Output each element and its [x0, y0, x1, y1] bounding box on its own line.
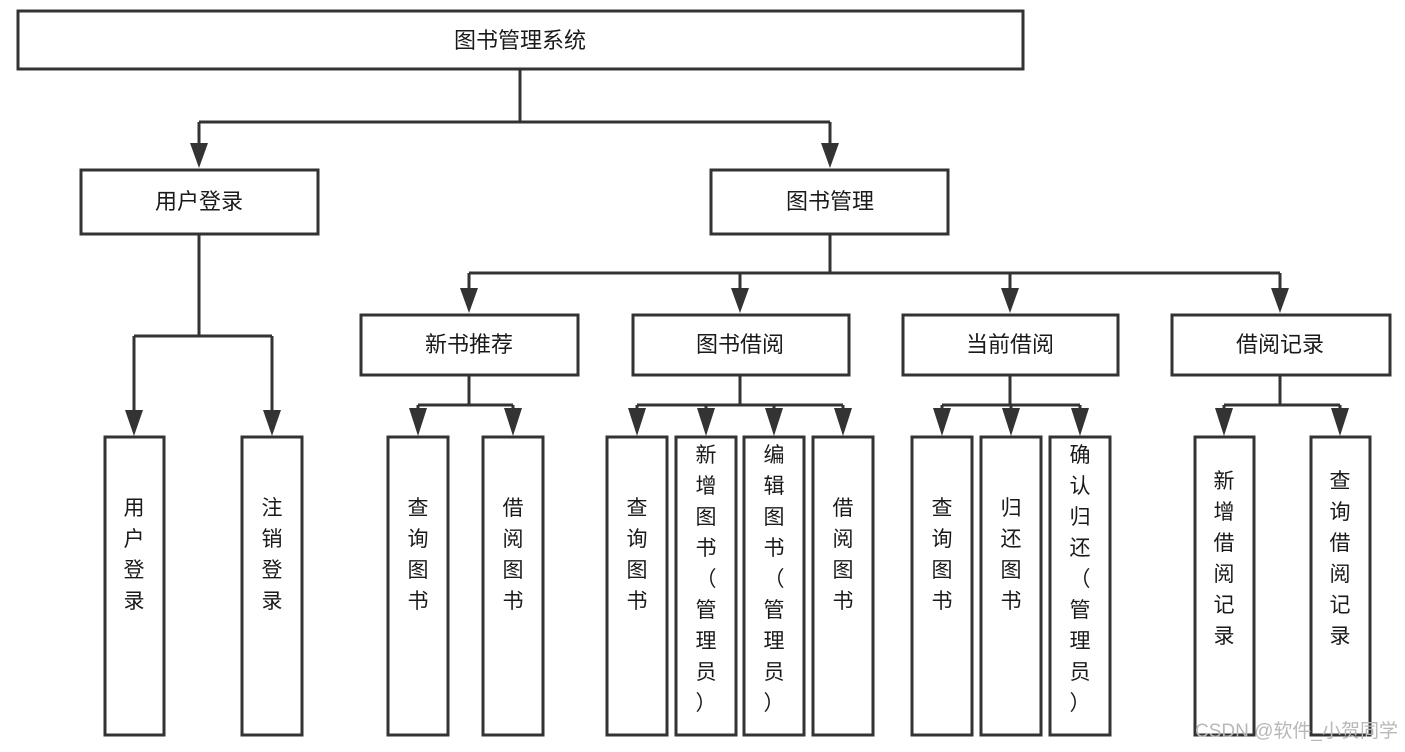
leaf-record-add-label: 新增借阅记录: [1214, 470, 1235, 648]
leaf-node[interactable]: 查询图书: [386, 435, 450, 737]
node-new-book-recommend-box[interactable]: [359, 313, 580, 377]
arrow-head-currentborrow-0: [933, 408, 951, 436]
node-current-borrow-box[interactable]: [901, 313, 1120, 377]
connector-group-borrow-book: [628, 375, 852, 436]
leaf-current-confirm-box[interactable]: [1048, 435, 1112, 737]
leaf-node[interactable]: 借阅图书: [811, 435, 875, 737]
node-book-management[interactable]: 图书管理: [709, 168, 950, 236]
leaf-logout-label: 注销登录: [262, 497, 283, 613]
leaf-user-login-box[interactable]: [103, 435, 166, 737]
node-new-book-recommend-label: 新书推荐: [425, 332, 513, 357]
leaf-node[interactable]: 查询图书: [605, 435, 669, 737]
connector-group-book-mgmt: [460, 233, 1289, 313]
leaf-record-add-box[interactable]: [1193, 435, 1256, 737]
leaf-newbook-query-box[interactable]: [386, 435, 450, 737]
node-current-borrow[interactable]: 当前借阅: [901, 313, 1120, 377]
leaf-current-query-label: 查询图书: [932, 497, 953, 613]
arrow-head-newbook-0: [409, 408, 427, 436]
node-user-login-label: 用户登录: [155, 189, 243, 214]
arrow-head-borrowbook-0: [628, 408, 646, 436]
connector-group-new-book: [409, 375, 522, 436]
leaf-node[interactable]: 查询图书: [910, 435, 974, 737]
arrow-head-borrowbook-1: [697, 408, 715, 436]
leaf-newbook-query-label: 查询图书: [408, 497, 429, 613]
leaf-borrow-add-label: 新增图书（管理员）: [696, 444, 717, 715]
node-root-box[interactable]: [16, 9, 1025, 71]
arrow-head-newbook-1: [504, 408, 522, 436]
leaf-borrow-do-box[interactable]: [811, 435, 875, 737]
node-new-book-recommend[interactable]: 新书推荐: [359, 313, 580, 377]
leaf-node[interactable]: 归还图书: [979, 435, 1043, 737]
arrow-head-userlogin-1: [263, 410, 281, 436]
arrow-head-borrowbook-2: [765, 408, 783, 436]
leaf-node[interactable]: 注销登录: [240, 435, 304, 737]
arrow-head-bookmgmt-1: [731, 288, 749, 313]
leaf-current-return-label: 归还图书: [1001, 497, 1022, 613]
leaf-borrow-add-box[interactable]: [674, 435, 738, 737]
arrow-head-bookmgmt-0: [460, 288, 478, 313]
arrow-head-root-1: [821, 143, 839, 168]
leaf-borrow-edit-label: 编辑图书（管理员）: [764, 444, 785, 715]
connector-group-root: [190, 69, 839, 168]
connector-group-current-borrow: [933, 375, 1089, 436]
leaf-current-confirm-label: 确认归还（管理员）: [1070, 444, 1091, 715]
node-book-borrow[interactable]: 图书借阅: [631, 313, 851, 377]
leaf-borrow-query-box[interactable]: [605, 435, 669, 737]
leaf-logout-box[interactable]: [240, 435, 304, 737]
node-borrow-record[interactable]: 借阅记录: [1170, 313, 1392, 377]
leaf-record-query-label: 查询借阅记录: [1330, 470, 1351, 648]
node-current-borrow-label: 当前借阅: [966, 332, 1054, 357]
node-book-management-label: 图书管理: [786, 189, 874, 214]
arrow-head-borrowrecord-0: [1215, 408, 1233, 436]
leaf-current-query-box[interactable]: [910, 435, 974, 737]
leaf-borrow-query-label: 查询图书: [627, 497, 648, 613]
node-borrow-record-label: 借阅记录: [1236, 332, 1324, 357]
connector-group-user-login: [125, 235, 281, 436]
arrow-head-currentborrow-1: [1002, 408, 1020, 436]
connector-group-borrow-record: [1215, 375, 1349, 436]
node-root-label: 图书管理系统: [454, 28, 586, 53]
arrow-head-root-0: [190, 143, 208, 168]
arrow-head-borrowrecord-1: [1331, 408, 1349, 436]
leaf-record-query-box[interactable]: [1309, 435, 1372, 737]
arrow-head-borrowbook-3: [834, 408, 852, 436]
leaf-node[interactable]: 借阅图书: [481, 435, 545, 737]
leaf-user-login-label: 用户登录: [124, 497, 145, 613]
arrow-head-currentborrow-2: [1071, 408, 1089, 436]
leaf-node[interactable]: 确认归还（管理员）: [1048, 435, 1112, 737]
leaf-borrow-do-label: 借阅图书: [833, 497, 854, 613]
arrow-head-bookmgmt-2: [1001, 288, 1019, 313]
leaf-node[interactable]: 查询借阅记录: [1309, 435, 1372, 737]
leaf-node[interactable]: 新增图书（管理员）: [674, 435, 738, 737]
leaf-node[interactable]: 用户登录: [103, 435, 166, 737]
leaf-node[interactable]: 编辑图书（管理员）: [742, 435, 806, 737]
node-book-management-box[interactable]: [709, 168, 950, 236]
node-user-login[interactable]: 用户登录: [79, 168, 320, 236]
leaf-current-return-box[interactable]: [979, 435, 1043, 737]
node-user-login-box[interactable]: [79, 168, 320, 236]
arrow-head-userlogin-0: [125, 410, 143, 436]
leaf-newbook-borrow-label: 借阅图书: [503, 497, 524, 613]
watermark-label: CSDN @软件_小贺同学: [1195, 720, 1398, 742]
leaf-node[interactable]: 新增借阅记录: [1193, 435, 1256, 737]
node-book-borrow-label: 图书借阅: [696, 332, 784, 357]
node-book-borrow-box[interactable]: [631, 313, 851, 377]
node-borrow-record-box[interactable]: [1170, 313, 1392, 377]
arrow-head-bookmgmt-3: [1271, 288, 1289, 313]
node-root[interactable]: 图书管理系统: [16, 9, 1025, 71]
leaf-borrow-edit-box[interactable]: [742, 435, 806, 737]
leaf-newbook-borrow-box[interactable]: [481, 435, 545, 737]
